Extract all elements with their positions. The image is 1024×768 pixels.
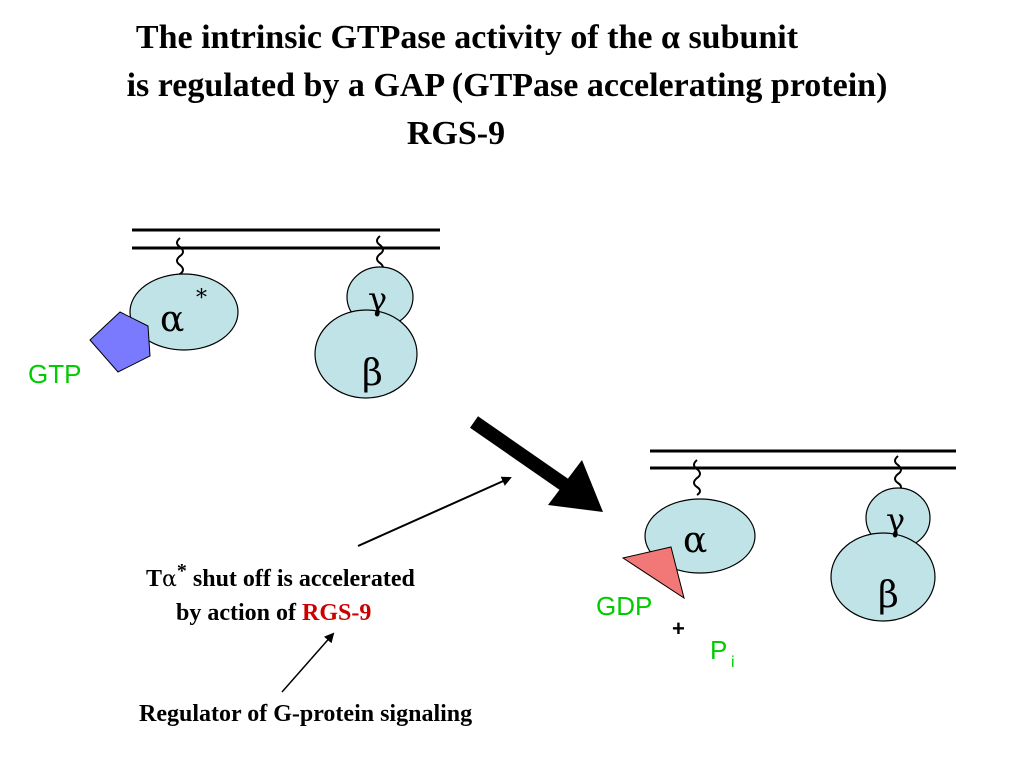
transition-arrow (470, 416, 603, 512)
caption-star: * (176, 560, 187, 582)
alpha-label-before: α (160, 299, 184, 340)
caption-shutoff-text: shut off is accelerated (186, 566, 415, 592)
gamma-label-after: γ (886, 501, 905, 539)
lipid-anchor-alpha-after (693, 459, 701, 496)
beta-subunit-before (314, 309, 418, 399)
gdp-triangle (621, 546, 685, 600)
title-line-2: is regulated by a GAP (GTPase accelerati… (126, 67, 888, 104)
beta-label-after: β (878, 575, 899, 616)
gamma-label-before: γ (368, 280, 387, 318)
alpha-star-before: * (196, 286, 207, 311)
membrane-after (650, 449, 956, 470)
plus-sign: + (672, 616, 685, 641)
caption-line-2: by action of RGS-9 (176, 600, 371, 627)
title-line-1: The intrinsic GTPase activity of the α s… (135, 19, 799, 56)
title-line-3: RGS-9 (406, 115, 506, 152)
gtp-label: GTP (28, 359, 81, 389)
lipid-anchor-gamma-after (894, 455, 902, 492)
regulator-pointer-arrow (281, 632, 335, 693)
caption-t: T (146, 566, 163, 592)
caption-alpha: α (162, 567, 177, 592)
rgs9-pointer-arrow (357, 476, 512, 547)
alpha-label-after: α (683, 520, 707, 561)
phosphate-subscript: i (731, 654, 735, 671)
caption-rgs9: RGS-9 (302, 600, 372, 626)
alpha-subunit-before (129, 273, 239, 351)
beta-subunit-after (830, 532, 936, 622)
beta-label-before: β (362, 353, 383, 394)
gdp-label: GDP (596, 591, 652, 621)
caption-regulator-footer: Regulator of G-protein signaling (139, 701, 473, 727)
caption-by-action-text: by action of (176, 600, 302, 626)
phosphate-label: P (710, 635, 727, 665)
gtp-pentagon (89, 311, 151, 373)
caption-line-1: Tα* shut off is accelerated (146, 560, 415, 593)
membrane-before (132, 228, 440, 250)
